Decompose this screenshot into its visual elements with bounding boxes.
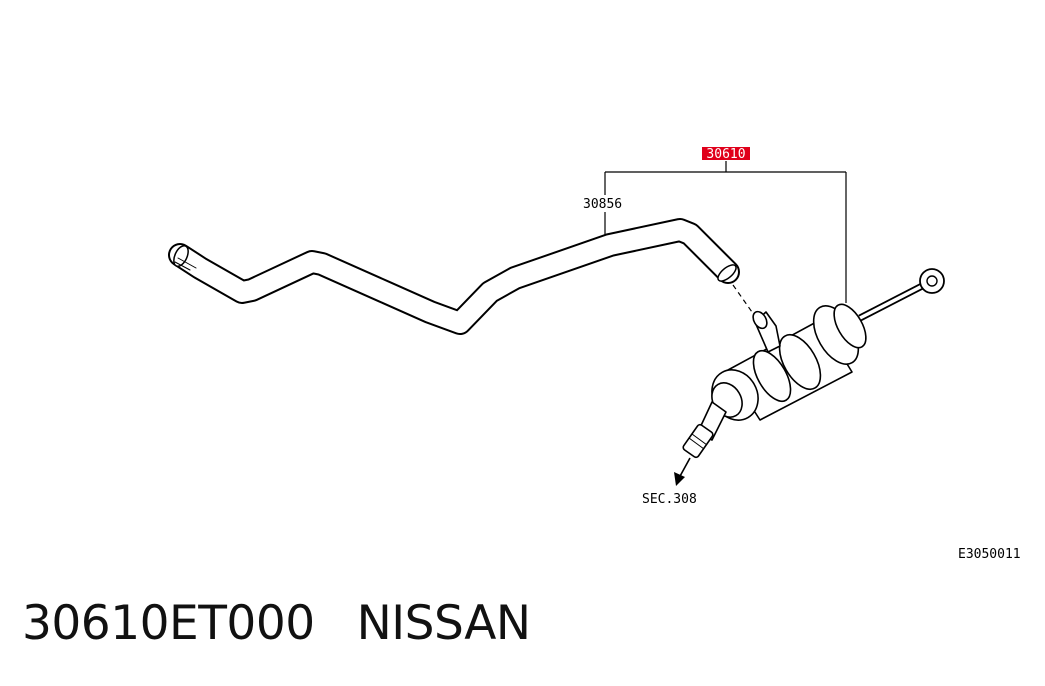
part-footer: 30610ET000 NISSAN xyxy=(22,596,531,666)
highlight-box xyxy=(702,147,750,160)
hose-part-label[interactable]: 30856 xyxy=(583,197,622,212)
parts-diagram: 30610 30856 xyxy=(168,147,1021,562)
image-code-label: E3050011 xyxy=(958,547,1021,562)
assembly-dash-line xyxy=(732,284,753,313)
callout-leader-lines xyxy=(604,161,847,303)
section-reference-label[interactable]: SEC.308 xyxy=(642,492,697,507)
section-reference-arrow xyxy=(674,457,691,486)
clutch-master-cylinder xyxy=(682,268,945,459)
highlighted-part-label: 30610 xyxy=(706,147,745,162)
highlighted-part-callout[interactable]: 30610 xyxy=(702,147,750,162)
brand-name: NISSAN xyxy=(356,596,531,651)
clutch-hose xyxy=(168,218,740,335)
part-number: 30610ET000 xyxy=(22,596,315,651)
